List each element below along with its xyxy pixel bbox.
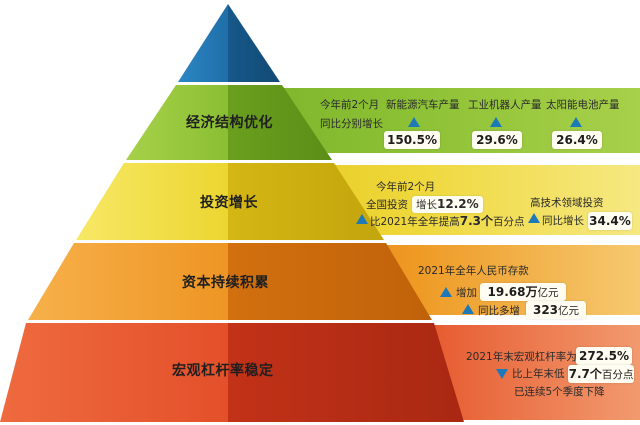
leverage-heading-value: 272.5% [576, 347, 632, 365]
capital-increase-label: 增加 [456, 287, 477, 299]
pyramid-tier-capital [28, 243, 432, 320]
investment-compare-suffix: 百分点 [493, 216, 525, 228]
structure-item-2-value: 26.4% [552, 131, 602, 149]
investment-hightech-label: 高技术领域投资 [530, 197, 604, 209]
leverage-compare-label: 比上年末低 [512, 368, 565, 380]
structure-period: 今年前2个月 [320, 99, 380, 111]
investment-growth-value: 12.2% [437, 197, 479, 211]
structure-item-0-value: 150.5% [384, 131, 440, 149]
capital-increase-unit: 亿元 [537, 287, 559, 299]
pyramid-apex [178, 4, 280, 82]
investment-hightech-value: 34.4% [588, 212, 632, 230]
structure-item-1-value: 29.6% [472, 131, 522, 149]
structure-period-note: 同比分别增长 [320, 118, 383, 130]
structure-item-0-label: 新能源汽车产量 [386, 99, 460, 111]
capital-more-box: 323亿元 [526, 301, 586, 319]
pyramid-tier-structure [126, 85, 332, 160]
investment-compare-prefix: 比2021年全年提高 [370, 216, 460, 228]
up-triangle-icon [570, 117, 582, 127]
leverage-footnote: 已连续5个季度下降 [514, 386, 605, 398]
investment-period: 今年前2个月 [376, 181, 436, 193]
leverage-title: 宏观杠杆率稳定 [172, 363, 274, 379]
up-triangle-icon [356, 214, 368, 224]
structure-item-2-label: 太阳能电池产量 [546, 99, 620, 111]
investment-compare: 比2021年全年提高7.3个百分点 [370, 215, 525, 229]
capital-more-unit: 亿元 [558, 305, 580, 317]
capital-more-label: 同比多增 [478, 305, 520, 317]
up-triangle-icon [528, 213, 540, 223]
leverage-compare-unit: 百分点 [601, 369, 634, 381]
structure-title: 经济结构优化 [186, 115, 273, 131]
investment-growth-box: 增长12.2% [412, 196, 483, 213]
investment-compare-value: 7.3个 [459, 214, 493, 228]
capital-more-value: 323 [532, 303, 559, 317]
pyramid-tier-leverage [0, 323, 464, 422]
structure-item-1-label: 工业机器人产量 [468, 99, 542, 111]
investment-title: 投资增长 [200, 195, 258, 211]
capital-title: 资本持续积累 [182, 275, 269, 291]
up-triangle-icon [462, 304, 474, 314]
leverage-compare-box: 7.7个百分点 [568, 365, 634, 383]
capital-increase-value: 19.68万 [487, 285, 538, 299]
capital-increase-box: 19.68万亿元 [480, 283, 566, 301]
investment-national-label: 全国投资 [366, 199, 408, 211]
down-triangle-icon [496, 369, 508, 379]
capital-heading: 2021年全年人民币存款 [418, 265, 529, 277]
up-triangle-icon [490, 117, 502, 127]
up-triangle-icon [440, 287, 452, 297]
leverage-heading: 2021年末宏观杠杆率为 [466, 351, 577, 363]
investment-hightech-growth-label: 同比增长 [542, 215, 584, 227]
investment-growth-label: 增长 [416, 199, 437, 211]
pyramid-tier-investment [76, 163, 384, 240]
leverage-compare-value: 7.7个 [568, 367, 602, 381]
up-triangle-icon [408, 117, 420, 127]
